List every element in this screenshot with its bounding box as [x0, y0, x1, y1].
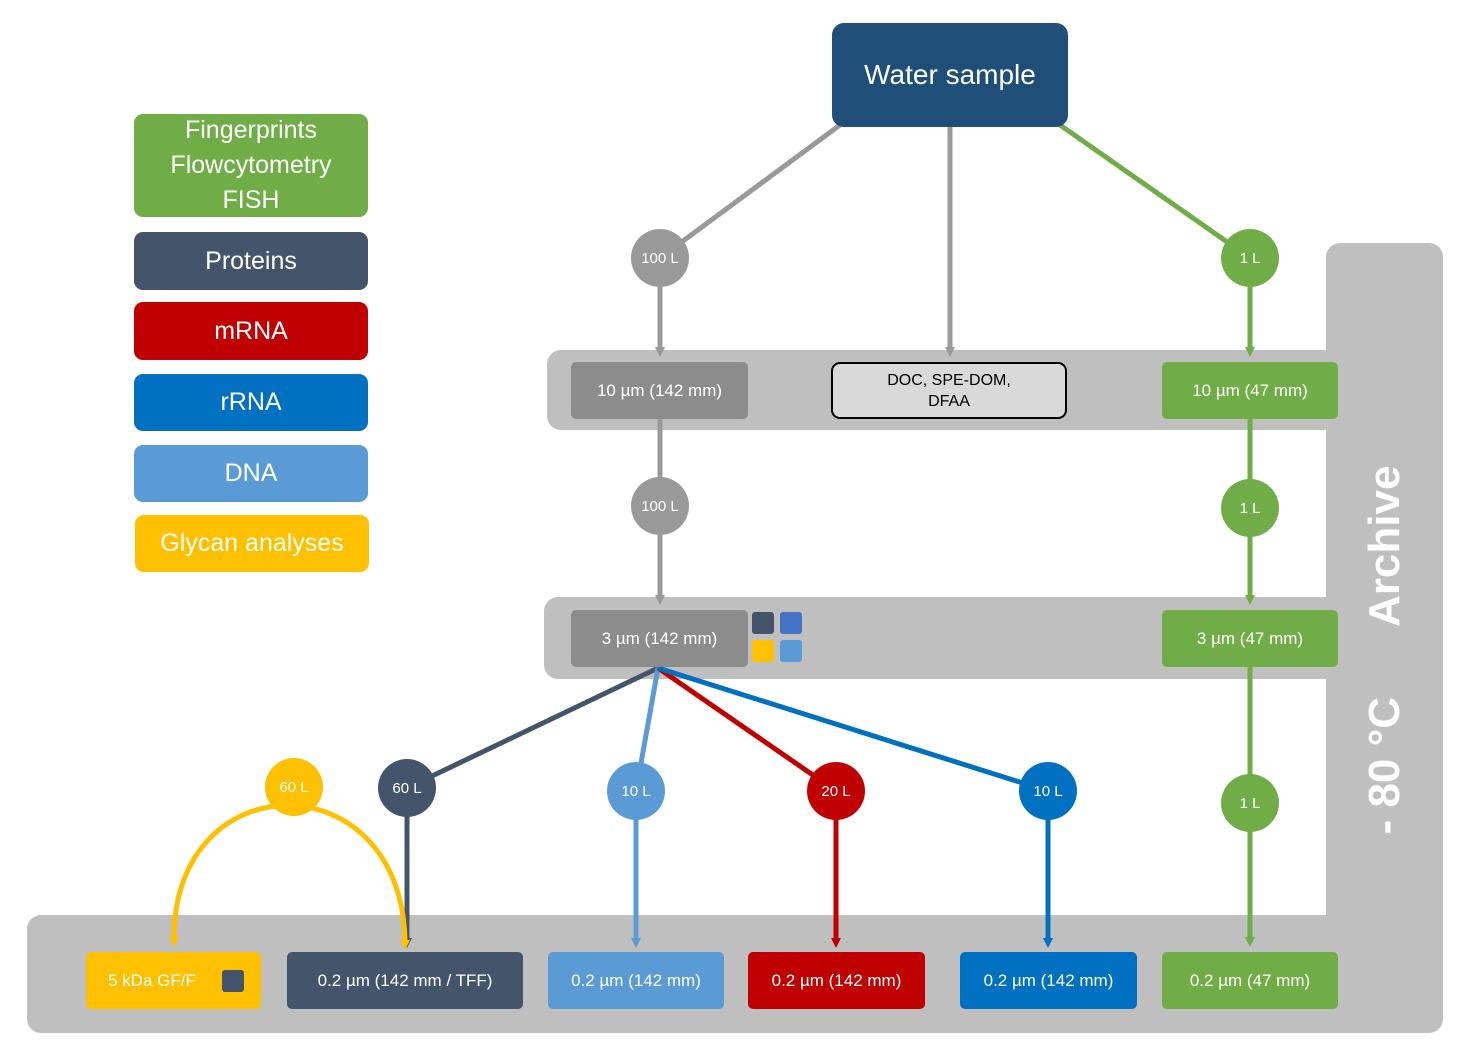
edge-glycan-arc	[171, 802, 410, 950]
swatch-rrna	[780, 612, 802, 634]
filter-10um-47mm: 10 µm (47 mm)	[1162, 362, 1338, 419]
swatch-proteins	[752, 612, 774, 634]
filter-5kda-gff-label: 5 kDa GF/F	[108, 970, 196, 990]
legend-rrna: rRNA	[134, 374, 368, 431]
filter-5kda-gff: 5 kDa GF/F	[86, 952, 261, 1009]
volume-60l-proteins: 60 L	[378, 759, 436, 817]
volume-10l-rrna: 10 L	[1019, 762, 1077, 820]
volume-100l-mid: 100 L	[631, 477, 689, 535]
filter-3um-142mm: 3 µm (142 mm)	[571, 610, 748, 667]
archive-title: Archive	[1360, 465, 1409, 627]
filter-02um-mrna: 0.2 µm (142 mm)	[748, 952, 925, 1009]
filter-3um-47mm: 3 µm (47 mm)	[1162, 610, 1338, 667]
volume-20l-mrna: 20 L	[807, 762, 865, 820]
legend-proteins: Proteins	[134, 232, 368, 290]
archive-temperature: - 80 °C	[1360, 697, 1409, 835]
swatch-dna	[780, 640, 802, 662]
legend-glycan: Glycan analyses	[135, 515, 369, 572]
legend-fingerprints: Fingerprints Flowcytometry FISH	[134, 114, 368, 217]
edge-3um-to-mrna	[656, 665, 838, 794]
filter-02um-tff: 0.2 µm (142 mm / TFF)	[287, 952, 523, 1009]
filter-02um-rrna: 0.2 µm (142 mm)	[960, 952, 1137, 1009]
filter-02um-dna: 0.2 µm (142 mm)	[548, 952, 724, 1009]
swatch-glycan	[752, 640, 774, 662]
doc-spe-dom-dfaa-box: DOC, SPE-DOM, DFAA	[831, 362, 1067, 419]
edge-3um-to-proteins	[405, 665, 660, 791]
volume-60l-glycan: 60 L	[265, 758, 323, 816]
swatch-proteins-small	[221, 969, 244, 992]
filter-02um-47mm: 0.2 µm (47 mm)	[1162, 952, 1338, 1009]
volume-10l-dna: 10 L	[607, 762, 665, 820]
volume-1l-bottom: 1 L	[1221, 774, 1279, 832]
volume-100l-top: 100 L	[631, 229, 689, 287]
volume-1l-top: 1 L	[1221, 229, 1279, 287]
water-sample-box: Water sample	[832, 23, 1068, 127]
legend-mrna: mRNA	[134, 302, 368, 360]
edge-3um-to-rrna	[657, 665, 1049, 794]
filter-10um-142mm: 10 µm (142 mm)	[571, 362, 748, 419]
volume-1l-mid: 1 L	[1221, 479, 1279, 537]
archive-label: - 80 °C Archive	[1360, 466, 1410, 835]
legend-dna: DNA	[134, 445, 368, 502]
edge-water-to-1l	[1058, 122, 1252, 261]
edge-water-to-100l	[658, 122, 842, 261]
